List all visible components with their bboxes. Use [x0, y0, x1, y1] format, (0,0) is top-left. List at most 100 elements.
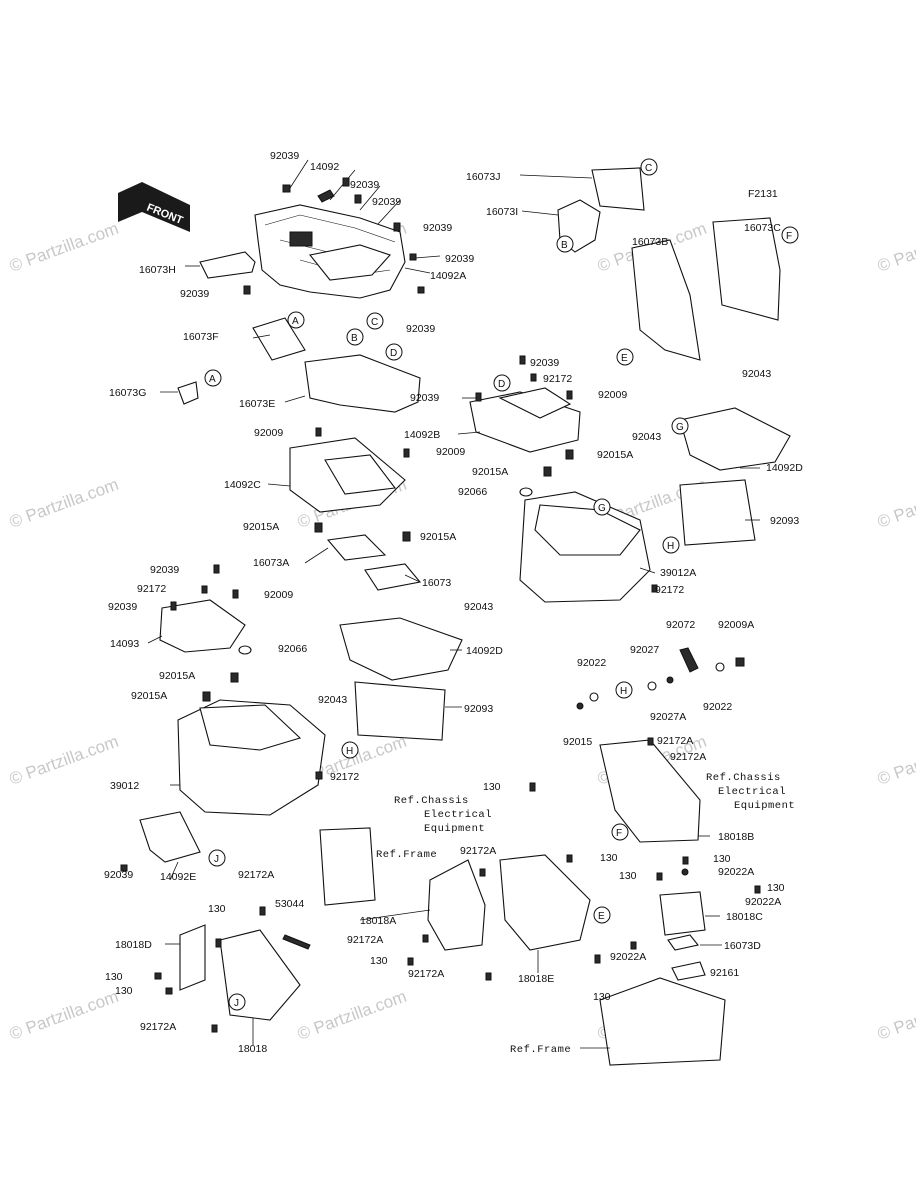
- label-92039: 92039: [530, 357, 559, 369]
- label-18018E: 18018E: [518, 973, 554, 985]
- label-92022A: 92022A: [610, 951, 646, 963]
- label-92015A: 92015A: [597, 449, 633, 461]
- bolt-icon: [170, 601, 177, 611]
- bolt-icon: [565, 449, 574, 460]
- label-130: 130: [600, 852, 618, 864]
- label-16073C: 16073C: [744, 222, 781, 234]
- label-16073: 16073: [422, 577, 451, 589]
- watermark: © Partzilla.com: [7, 987, 121, 1044]
- label-92015A: 92015A: [243, 521, 279, 533]
- label-92022: 92022: [577, 657, 606, 669]
- ref-chassis-line3: Equipment: [424, 823, 485, 835]
- callout-b: B: [351, 333, 358, 344]
- ref-chassis-line3: Equipment: [734, 800, 795, 812]
- label-92039: 92039: [406, 323, 435, 335]
- bolt-icon: [651, 584, 658, 593]
- callout-a: A: [292, 316, 299, 327]
- callout-e: E: [598, 911, 605, 922]
- label-92172: 92172: [330, 771, 359, 783]
- bolt-icon: [282, 184, 291, 193]
- washer-icon: [715, 662, 725, 672]
- bolt-icon: [402, 531, 411, 542]
- bolt-icon: [211, 1024, 218, 1033]
- label-18018D: 18018D: [115, 939, 152, 951]
- ref-chassis-line1: Ref.Chassis: [394, 795, 469, 807]
- bolt-icon: [754, 885, 761, 894]
- ref-chassis-line1: Ref.Chassis: [706, 772, 781, 784]
- label-92009: 92009: [264, 589, 293, 601]
- bolt-icon: [259, 906, 266, 916]
- bolt-icon: [314, 522, 323, 533]
- bolt-icon: [232, 589, 239, 599]
- bolt-icon: [213, 564, 220, 574]
- diagram-id: F2131: [748, 188, 778, 200]
- bolt-icon: [243, 285, 251, 295]
- bracket-icon: [671, 961, 706, 981]
- label-92009A: 92009A: [718, 619, 754, 631]
- label-92009: 92009: [254, 427, 283, 439]
- label-92039: 92039: [410, 392, 439, 404]
- screw-icon: [576, 702, 584, 710]
- bolt-icon: [202, 691, 211, 702]
- label-92039: 92039: [270, 150, 299, 162]
- bolt-icon: [154, 972, 162, 980]
- label-92172: 92172: [137, 583, 166, 595]
- label-130: 130: [767, 882, 785, 894]
- label-92172A: 92172A: [140, 1021, 176, 1033]
- pad-icon: [667, 934, 699, 951]
- bolt-icon: [422, 934, 429, 943]
- bolt-icon: [529, 782, 536, 792]
- label-16073A: 16073A: [253, 557, 289, 569]
- bolt-icon: [407, 957, 414, 966]
- label-130: 130: [370, 955, 388, 967]
- bolt-icon: [566, 390, 573, 400]
- label-39012: 39012: [110, 780, 139, 792]
- label-92015A: 92015A: [131, 690, 167, 702]
- ref-frame: Ref.Frame: [510, 1044, 571, 1056]
- label-53044: 53044: [275, 898, 304, 910]
- watermark: © Partzilla.com: [295, 987, 409, 1044]
- label-92022A: 92022A: [718, 866, 754, 878]
- label-92015A: 92015A: [472, 466, 508, 478]
- bolt-icon: [594, 954, 601, 964]
- front-arrow-icon: FRONT: [118, 182, 190, 232]
- watermark: © Partzilla.com: [7, 475, 121, 532]
- nut-icon: [735, 657, 745, 667]
- watermark: © Partzilla.com: [875, 987, 916, 1044]
- bolt-icon: [485, 972, 492, 981]
- label-92172A: 92172A: [347, 934, 383, 946]
- bolt-icon: [417, 286, 425, 294]
- label-18018B: 18018B: [718, 831, 754, 843]
- label-92039: 92039: [445, 253, 474, 265]
- label-130: 130: [208, 903, 226, 915]
- callout-d: D: [498, 379, 505, 390]
- label-92027: 92027: [630, 644, 659, 656]
- grommet-icon: [519, 487, 533, 497]
- bolt-icon: [647, 737, 654, 746]
- bolt-icon: [393, 222, 401, 232]
- callouts: A B C D A C B F E D G G H H H F J E J: [204, 158, 799, 1011]
- label-92039: 92039: [423, 222, 452, 234]
- label-130: 130: [713, 853, 731, 865]
- label-14092B: 14092B: [404, 429, 440, 441]
- part-labels: 92039 14092 92039 92039 92039 92039 1409…: [104, 150, 803, 1056]
- label-92093: 92093: [464, 703, 493, 715]
- label-14092C: 14092C: [224, 479, 261, 491]
- label-18018: 18018: [238, 1043, 267, 1055]
- label-92039: 92039: [180, 288, 209, 300]
- label-16073H: 16073H: [139, 264, 176, 276]
- ref-chassis-line2: Electrical: [718, 786, 786, 798]
- label-16073F: 16073F: [183, 331, 219, 343]
- callout-b: B: [561, 240, 568, 251]
- bolt-icon: [230, 672, 239, 683]
- bolt-icon: [530, 373, 537, 382]
- label-16073G: 16073G: [109, 387, 146, 399]
- bolt-icon: [682, 856, 689, 865]
- callout-h: H: [620, 686, 627, 697]
- label-92172A: 92172A: [238, 869, 274, 881]
- label-14092D: 14092D: [466, 645, 503, 657]
- label-14092D: 14092D: [766, 462, 803, 474]
- label-130: 130: [483, 781, 501, 793]
- callout-e: E: [621, 353, 628, 364]
